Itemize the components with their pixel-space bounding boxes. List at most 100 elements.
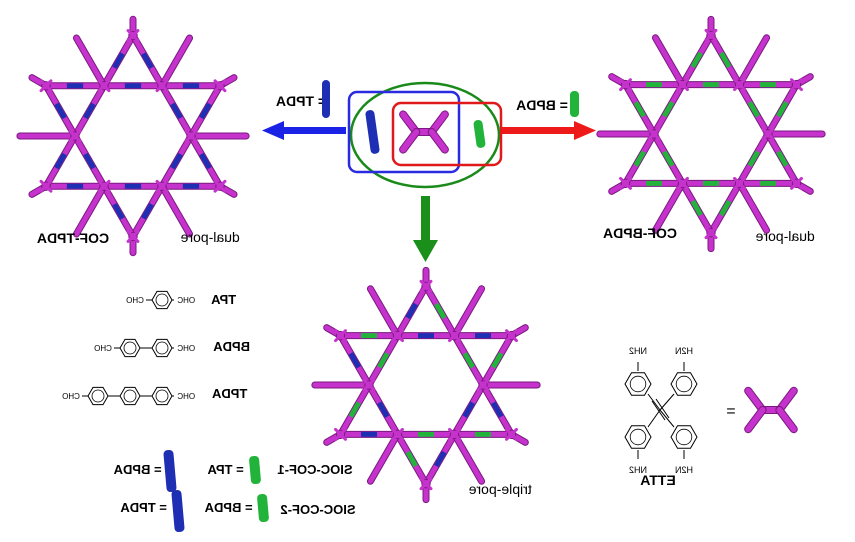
- sioc-cof-node-tick: [396, 427, 404, 436]
- etta-ring: [670, 372, 698, 396]
- cof-tpda-linker: [83, 152, 96, 170]
- etta-amine-label: H2N: [675, 346, 693, 356]
- cof-tpda-node-tick: [102, 179, 111, 188]
- sioc-cof-linker: [377, 352, 390, 369]
- eq-bpda-label: = BPDA: [516, 97, 568, 113]
- sioc-cof-linker: [491, 352, 504, 369]
- cof-tpda-linker: [199, 152, 212, 170]
- sioc-cof-node-tick: [510, 427, 518, 436]
- cof-bpda-linker: [747, 101, 760, 118]
- cof-tpda-linker: [199, 102, 212, 120]
- sioc-cof-linker: [462, 352, 475, 369]
- sioc-cof-linker: [434, 450, 447, 468]
- arrow-right-shaft: [502, 127, 576, 134]
- bpda-structure-ring-inner: [155, 341, 169, 355]
- tpda-name: TPDA: [211, 386, 247, 401]
- etta-core-bond: [647, 393, 661, 411]
- sioc-cof-node-tick: [339, 329, 347, 338]
- cof-bpda-linker: [747, 150, 760, 167]
- tpda-structure-ohc: OHC: [177, 392, 195, 401]
- etta-ring-inner: [629, 375, 647, 393]
- etta-icon-shape-arm: [745, 407, 766, 433]
- arrow-right: [502, 121, 596, 140]
- cof-tpda-branch: [73, 183, 107, 237]
- center-etta-shape-arm: [428, 129, 448, 153]
- arrow-down-head: [413, 240, 438, 262]
- etta-amine-label: H2N: [675, 465, 693, 475]
- legend: = BPDA = TPA SIOC-COF-1 = TPDA = BPDA SI…: [113, 449, 356, 533]
- cof-bpda-node-tick: [681, 176, 689, 185]
- etta-core-bond: [647, 409, 661, 428]
- arrow-down: [413, 196, 438, 262]
- etta-double-bond: [655, 398, 670, 419]
- cof-tpda-linker: [54, 102, 67, 120]
- sioc-cof-node-tick: [339, 427, 347, 436]
- eq-tpda-label: = TPDA: [276, 93, 326, 109]
- legend-sioc1-name: SIOC-COF-1: [277, 462, 352, 477]
- cof-bpda-branch: [652, 35, 685, 88]
- cof-tpda-node-tick: [189, 129, 198, 138]
- cof-tpda-framework: [16, 15, 250, 257]
- cof-bpda-title: COF-BPDA: [603, 225, 677, 241]
- legend-bpda-rod-2: [257, 493, 269, 523]
- cof-bpda-node-tick: [709, 28, 718, 37]
- cof-tpda-linker: [170, 152, 183, 170]
- etta-equals: =: [726, 403, 735, 420]
- legend-sioc2-a: = BPDA: [204, 500, 253, 515]
- sioc-cof-node-tick: [367, 378, 376, 387]
- cof-tpda-node-tick: [73, 129, 82, 138]
- cof-bpda-branch: [737, 180, 770, 233]
- bpda-rod-top: [570, 91, 579, 117]
- sioc-cof-branch: [452, 431, 485, 484]
- legend-bpda-rod-1: [249, 455, 261, 485]
- etta-core-bond: [659, 393, 675, 411]
- tpda-rod-top: [322, 80, 330, 118]
- tpda-rod-center: [365, 110, 380, 154]
- center-etta-shape: [399, 110, 449, 154]
- arrow-right-head: [574, 121, 596, 140]
- cof-tpda-branch: [73, 35, 107, 89]
- cof-tpda-linker: [83, 102, 96, 120]
- cof-bpda-node-tick: [624, 78, 632, 87]
- sioc-cof-node-tick: [396, 329, 404, 338]
- legend-tpda-rod-1: [163, 449, 177, 493]
- cof-tpda-linker: [170, 102, 183, 120]
- sioc-cof-linker: [462, 401, 475, 418]
- etta-core-bond: [659, 409, 675, 428]
- etta-ring: [670, 425, 698, 449]
- sioc-cof-linker: [491, 401, 504, 418]
- tpda-structure-cho: CHO: [62, 392, 80, 401]
- etta-ring-inner: [675, 428, 693, 446]
- blue-box: [347, 90, 461, 174]
- cof-bpda-node-tick: [795, 176, 803, 185]
- cof-tpda-node-tick: [218, 79, 227, 88]
- sioc-cof-node-tick: [424, 477, 433, 486]
- sioc-cof-linker: [405, 302, 418, 320]
- cof-bpda-node-tick: [624, 176, 632, 185]
- etta-ring: [624, 425, 652, 449]
- lattice-layer: [16, 15, 826, 504]
- sioc-cof-branch: [452, 286, 485, 339]
- etta-monomer-center: [399, 110, 449, 154]
- sioc-cof-node-tick: [424, 279, 433, 288]
- tpda-structure-ring-inner: [123, 389, 137, 403]
- etta-ring: [624, 372, 652, 396]
- bpda-structure-ring-inner: [123, 341, 137, 355]
- sioc-cof-node-tick: [481, 378, 490, 387]
- tpa-name: TPA: [210, 292, 236, 307]
- tpa-structure-ring-inner: [155, 293, 169, 307]
- etta-double-bond: [651, 400, 666, 421]
- cof-tpda-linker: [141, 52, 154, 69]
- etta-ring-inner: [629, 428, 647, 446]
- sioc-cof-node-tick: [510, 329, 518, 338]
- cof-bpda-linker: [719, 51, 732, 69]
- cof-bpda-linker: [633, 101, 646, 118]
- cof-bpda-node-tick: [681, 78, 689, 87]
- center-etta-shape-arm: [400, 129, 420, 153]
- cof-bpda-linker: [662, 101, 675, 118]
- cof-bpda-linker: [690, 199, 703, 217]
- cof-bpda-linker: [690, 51, 703, 69]
- red-box: [391, 101, 503, 167]
- cof-tpda-branch: [159, 35, 193, 89]
